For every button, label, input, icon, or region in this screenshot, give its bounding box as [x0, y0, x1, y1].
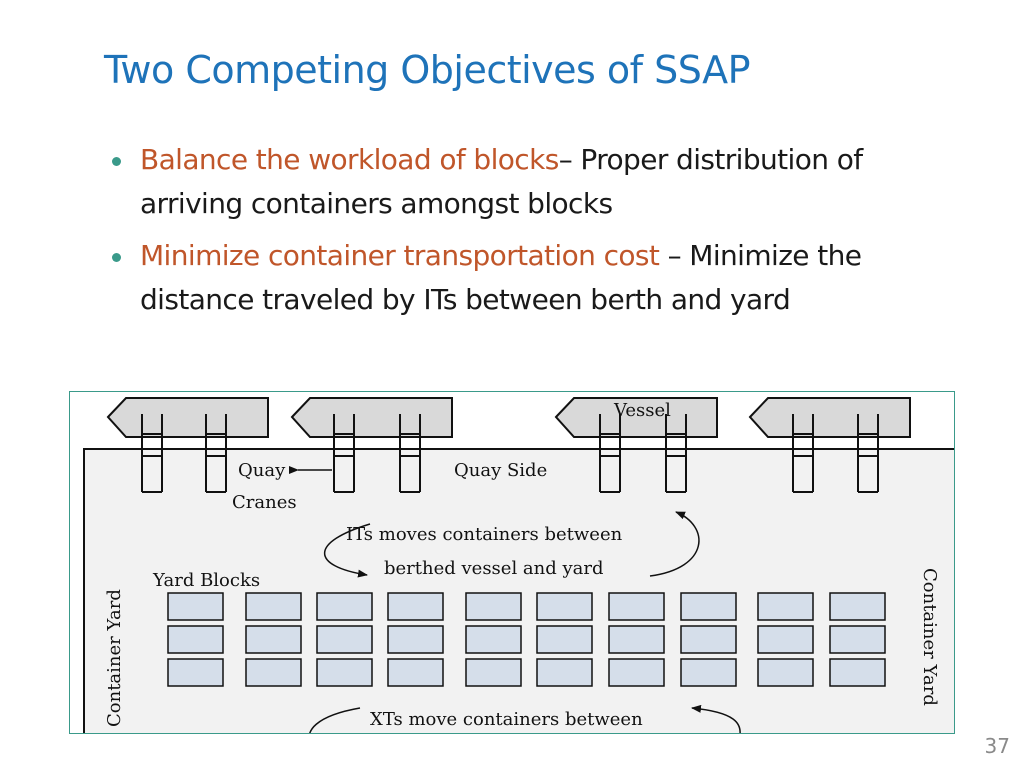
- yard-block: [387, 625, 444, 654]
- vessel-shape: [554, 397, 718, 438]
- bullet-highlight: Balance the workload of blocks: [140, 143, 559, 176]
- yard-block: [680, 592, 737, 621]
- yard-block: [680, 658, 737, 687]
- its-label: berthed vessel and yard: [384, 558, 604, 579]
- its-label: ITs moves containers between: [346, 524, 623, 545]
- yard-block: [757, 625, 814, 654]
- yard-block: [387, 658, 444, 687]
- terminal-diagram: Vessel Quay Cranes Quay Side ITs moves c…: [69, 391, 955, 734]
- quay-crane-icon: [141, 414, 227, 493]
- yard-block: [316, 658, 373, 687]
- yard-block: [316, 592, 373, 621]
- its-flow-arrow: [649, 511, 700, 577]
- yard-block: [829, 658, 886, 687]
- its-flow-arrow: [324, 523, 371, 578]
- yard-block: [465, 658, 522, 687]
- yard-block: [465, 625, 522, 654]
- yard-block: [465, 592, 522, 621]
- bullet-dot-icon: [112, 157, 121, 166]
- quay-cranes-label: Cranes: [232, 492, 297, 513]
- bullet-item: Balance the workload of blocks– Proper d…: [112, 138, 932, 226]
- yard-block: [680, 625, 737, 654]
- slide-title: Two Competing Objectives of SSAP: [104, 48, 751, 92]
- yard-block: [245, 625, 302, 654]
- vessel-label: Vessel: [613, 400, 671, 421]
- yard-block: [757, 592, 814, 621]
- xts-flow-arrow: [691, 704, 741, 733]
- bullet-list: Balance the workload of blocks– Proper d…: [112, 138, 932, 330]
- yard-blocks-label: Yard Blocks: [152, 570, 260, 591]
- yard-block: [608, 658, 665, 687]
- yard-block: [829, 592, 886, 621]
- terminal-diagram-svg: Vessel Quay Cranes Quay Side ITs moves c…: [83, 397, 954, 733]
- yard-block: [536, 658, 593, 687]
- yard-block: [608, 592, 665, 621]
- quay-cranes-label: Quay: [238, 460, 286, 481]
- yard-block: [167, 658, 224, 687]
- xts-label: XTs move containers between: [370, 709, 643, 730]
- yard-block: [387, 592, 444, 621]
- container-yard-label-left: Container Yard: [104, 589, 125, 727]
- vessel-shape: [290, 397, 453, 438]
- yard-block: [245, 658, 302, 687]
- yard-block: [167, 592, 224, 621]
- quay-crane-icon: [333, 414, 421, 493]
- yard-block: [829, 625, 886, 654]
- page-number: 37: [984, 734, 1010, 758]
- container-yard-label-right: Container Yard: [919, 568, 940, 706]
- yard-block: [316, 625, 373, 654]
- yard-block: [608, 625, 665, 654]
- yard-block: [536, 592, 593, 621]
- yard-blocks-grid: [167, 592, 886, 687]
- bullet-text: – Proper distribution of arriving contai…: [140, 143, 863, 220]
- quay-side-label: Quay Side: [454, 460, 547, 481]
- bullet-item: Minimize container transportation cost –…: [112, 234, 932, 322]
- yard-block: [245, 592, 302, 621]
- bullet-dot-icon: [112, 253, 121, 262]
- vessel-shape: [748, 397, 911, 438]
- yard-block: [536, 625, 593, 654]
- bullet-text: – Minimize the distance traveled by ITs …: [140, 239, 862, 316]
- quay-crane-icon: [792, 414, 879, 493]
- yard-block: [167, 625, 224, 654]
- bullet-highlight: Minimize container transportation cost: [140, 239, 660, 272]
- vessel-shape: [106, 397, 269, 438]
- yard-block: [757, 658, 814, 687]
- quay-crane-icon: [599, 414, 687, 493]
- xts-flow-arrow: [309, 707, 361, 733]
